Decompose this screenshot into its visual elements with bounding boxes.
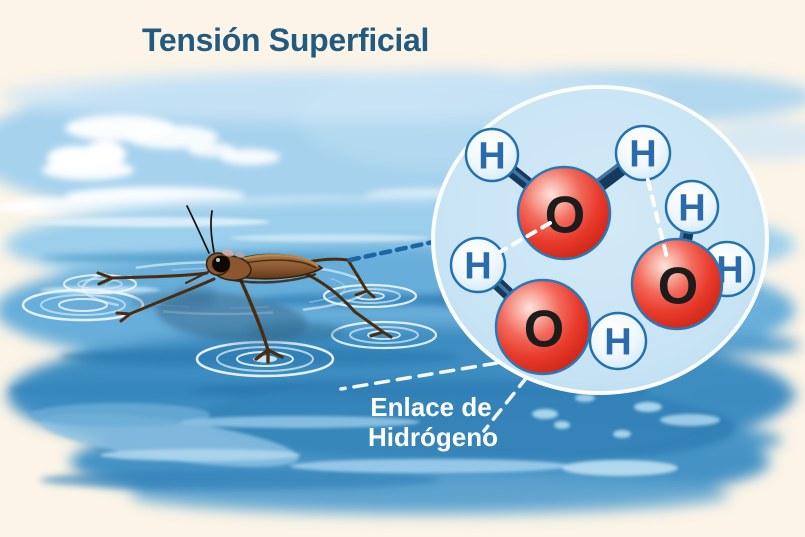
water-molecule-3: H O H: [630, 179, 756, 331]
page-title: Tensión Superficial: [142, 22, 429, 58]
oxygen-atom: [516, 165, 612, 261]
insect-proboscis: [184, 270, 210, 285]
insect-leg: [115, 277, 216, 323]
insect-antenna: [186, 205, 210, 254]
water-highlight-streaks: [30, 217, 720, 476]
hydrogen-label: H: [629, 134, 656, 176]
hydrogen-label: H: [678, 188, 705, 230]
insect-leg: [235, 270, 284, 364]
magnifier-lens: H H O H H O: [431, 85, 769, 395]
insect-antennae: [186, 205, 215, 254]
hydrogen-atom: [614, 124, 672, 182]
insect-antenna: [210, 210, 215, 253]
hydrogen-bond-label-line2: Hidrógeno: [368, 422, 498, 452]
water-strider-insect: [96, 205, 393, 364]
water-molecule-1: H H O: [464, 124, 672, 261]
water-molecule-2: H H O: [449, 236, 648, 376]
oxygen-atom: [494, 278, 592, 376]
hydrogen-bonds: [498, 178, 670, 264]
hydrogen-bond-dashed-line: [646, 178, 670, 264]
hydrogen-label: H: [464, 246, 491, 288]
insect-eye: [212, 255, 230, 273]
hydrogen-label: H: [478, 136, 505, 178]
pointer-line-label-to-lens: [482, 375, 529, 433]
hydrogen-atom: [449, 236, 507, 294]
hydrogen-atom: [588, 311, 648, 371]
hydrogen-bond-label: Enlace de Hidrógeno: [368, 392, 498, 452]
oxygen-label: O: [658, 258, 698, 316]
hydrogen-bond-dashed-line: [498, 221, 552, 254]
ripple: [195, 340, 335, 378]
pointer-line-water-to-lens: [339, 361, 499, 391]
oxygen-label: O: [545, 187, 585, 245]
oxygen-label: O: [524, 301, 564, 359]
oxygen-atom: [630, 237, 724, 331]
hydrogen-atom: [664, 179, 720, 235]
hydrogen-label: H: [604, 322, 631, 364]
zoom-callout-dashed-line: [347, 239, 436, 263]
insect-legs: [96, 257, 393, 364]
insect-leg: [96, 271, 209, 286]
hydrogen-bond-label-line1: Enlace de: [370, 392, 491, 422]
insect-body: [205, 249, 324, 284]
hydrogen-atom: [464, 127, 520, 183]
